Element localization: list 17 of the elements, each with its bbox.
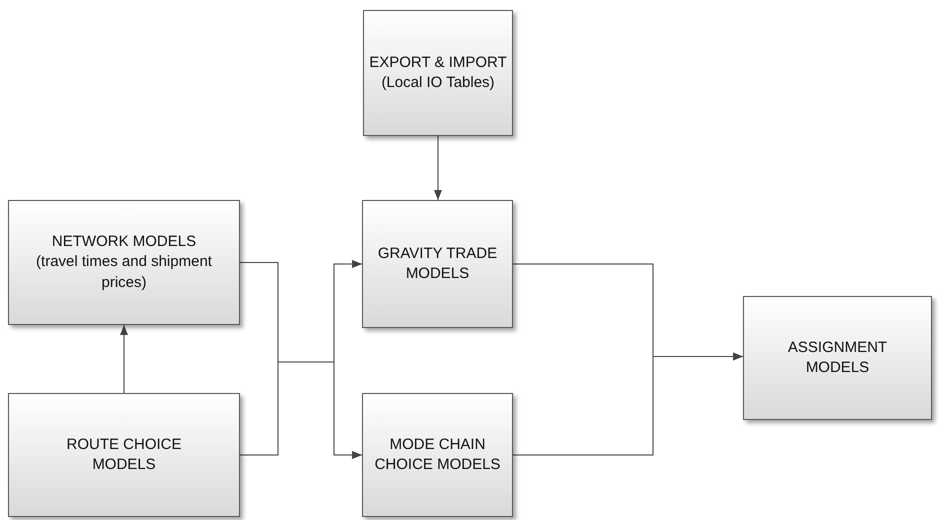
box-subtitle: (Local IO Tables) xyxy=(381,73,495,93)
process-box xyxy=(743,296,932,420)
process-box xyxy=(362,393,513,517)
box-title: MODE CHAIN CHOICE MODELS xyxy=(374,434,502,475)
process-box xyxy=(8,393,240,517)
process-box xyxy=(362,200,513,328)
box-subtitle: (travel times and shipment prices) xyxy=(35,252,213,293)
arrow xyxy=(434,136,442,200)
box-title: NETWORK MODELS xyxy=(52,232,196,252)
process-box xyxy=(363,10,513,136)
arrow xyxy=(512,352,744,456)
box-title: ASSIGNMENT MODELS xyxy=(786,338,888,378)
process-box xyxy=(8,200,240,325)
box-title: EXPORT & IMPORT xyxy=(369,52,507,73)
arrow xyxy=(120,324,128,394)
box-title: GRAVITY TRADE MODELS xyxy=(376,244,498,284)
box-title: ROUTE CHOICE MODELS xyxy=(65,434,182,475)
